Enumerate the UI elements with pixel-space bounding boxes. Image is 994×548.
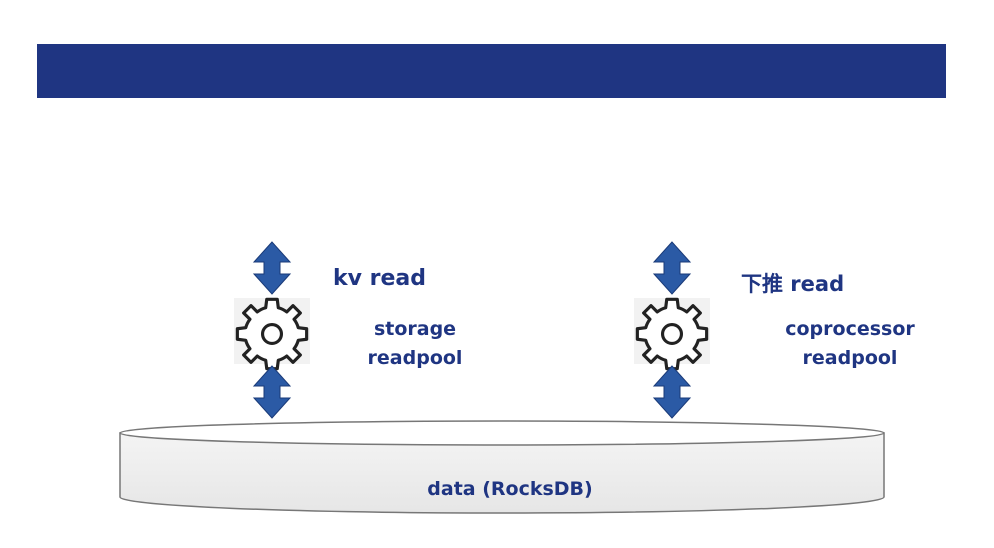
kv-upper-arrow-icon — [253, 241, 291, 295]
coprocessor-readpool-label: coprocessor readpool — [775, 315, 925, 373]
rocksdb-label: data (RocksDB) — [427, 478, 593, 500]
kv-read-label: kv read — [333, 266, 426, 291]
gear-icon — [635, 297, 709, 371]
header-banner — [37, 44, 946, 98]
kv-lower-arrow-icon — [253, 365, 291, 419]
storage-label-line1: storage — [373, 318, 457, 340]
pushdown-read-label: 下推 read — [741, 272, 845, 296]
storage-readpool-label: storage readpool — [356, 315, 474, 373]
gear-icon — [235, 297, 309, 371]
coprocessor-lower-arrow-icon — [653, 365, 691, 419]
coprocessor-upper-arrow-icon — [653, 241, 691, 295]
storage-label-line2: readpool — [367, 347, 463, 369]
coprocessor-label-line1: coprocessor — [785, 318, 915, 340]
coprocessor-label-line2: readpool — [802, 347, 898, 369]
rocksdb-cylinder — [119, 420, 885, 514]
